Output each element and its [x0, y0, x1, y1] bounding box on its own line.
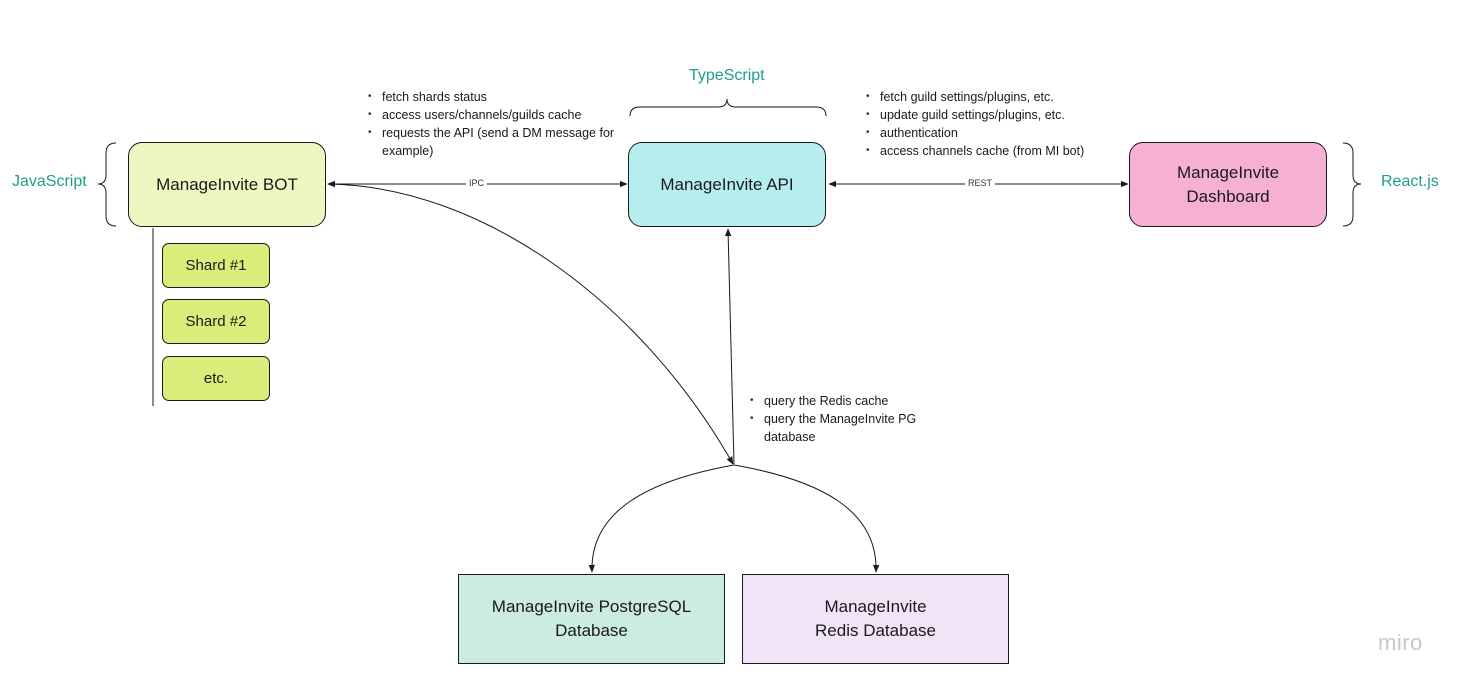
note-item: access users/channels/guilds cache	[368, 106, 632, 124]
shard-label: Shard #2	[185, 312, 247, 330]
bot-api-notes: fetch shards status access users/channel…	[368, 88, 632, 160]
note-item: access channels cache (from MI bot)	[866, 142, 1140, 160]
shard-label: Shard #1	[185, 256, 247, 274]
note-item: authentication	[866, 124, 1140, 142]
typescript-brace	[629, 98, 827, 117]
bot-node-label: ManageInvite BOT	[156, 174, 298, 194]
shard-node[interactable]: Shard #1	[162, 243, 270, 288]
api-node-label: ManageInvite API	[660, 174, 794, 194]
api-node[interactable]: ManageInvite API	[628, 142, 826, 227]
shard-label: etc.	[203, 369, 229, 387]
shard-node[interactable]: etc.	[162, 356, 270, 401]
shard-node[interactable]: Shard #2	[162, 299, 270, 344]
junction-postgres-connector	[588, 464, 735, 573]
api-dashboard-notes: fetch guild settings/plugins, etc. updat…	[866, 88, 1140, 160]
bot-node[interactable]: ManageInvite BOT	[128, 142, 326, 227]
api-db-connector	[724, 228, 735, 465]
postgres-node[interactable]: ManageInvite PostgreSQL Database	[458, 574, 725, 664]
dashboard-node[interactable]: ManageInvite Dashboard	[1129, 142, 1327, 227]
note-item: update guild settings/plugins, etc.	[866, 106, 1140, 124]
note-item: fetch guild settings/plugins, etc.	[866, 88, 1140, 106]
rest-label: REST	[965, 178, 996, 189]
react-label: React.js	[1381, 173, 1439, 190]
redis-node-label: ManageInvite Redis Database	[815, 597, 936, 640]
note-item: requests the API (send a DM message for …	[368, 124, 632, 160]
postgres-node-label: ManageInvite PostgreSQL Database	[491, 597, 692, 640]
dashboard-node-label: ManageInvite Dashboard	[1176, 162, 1280, 206]
react-brace	[1342, 142, 1362, 227]
redis-node[interactable]: ManageInvite Redis Database	[742, 574, 1009, 664]
database-notes: query the Redis cache query the ManageIn…	[750, 392, 954, 446]
typescript-label: TypeScript	[689, 67, 765, 84]
javascript-label: JavaScript	[12, 173, 87, 190]
miro-watermark: miro	[1378, 630, 1423, 655]
note-item: query the ManageInvite PG database	[750, 410, 954, 446]
javascript-brace	[97, 142, 117, 227]
ipc-label: IPC	[466, 178, 488, 189]
bot-db-connector	[327, 180, 734, 465]
note-item: query the Redis cache	[750, 392, 954, 410]
junction-redis-connector	[733, 464, 880, 573]
note-item: fetch shards status	[368, 88, 632, 106]
